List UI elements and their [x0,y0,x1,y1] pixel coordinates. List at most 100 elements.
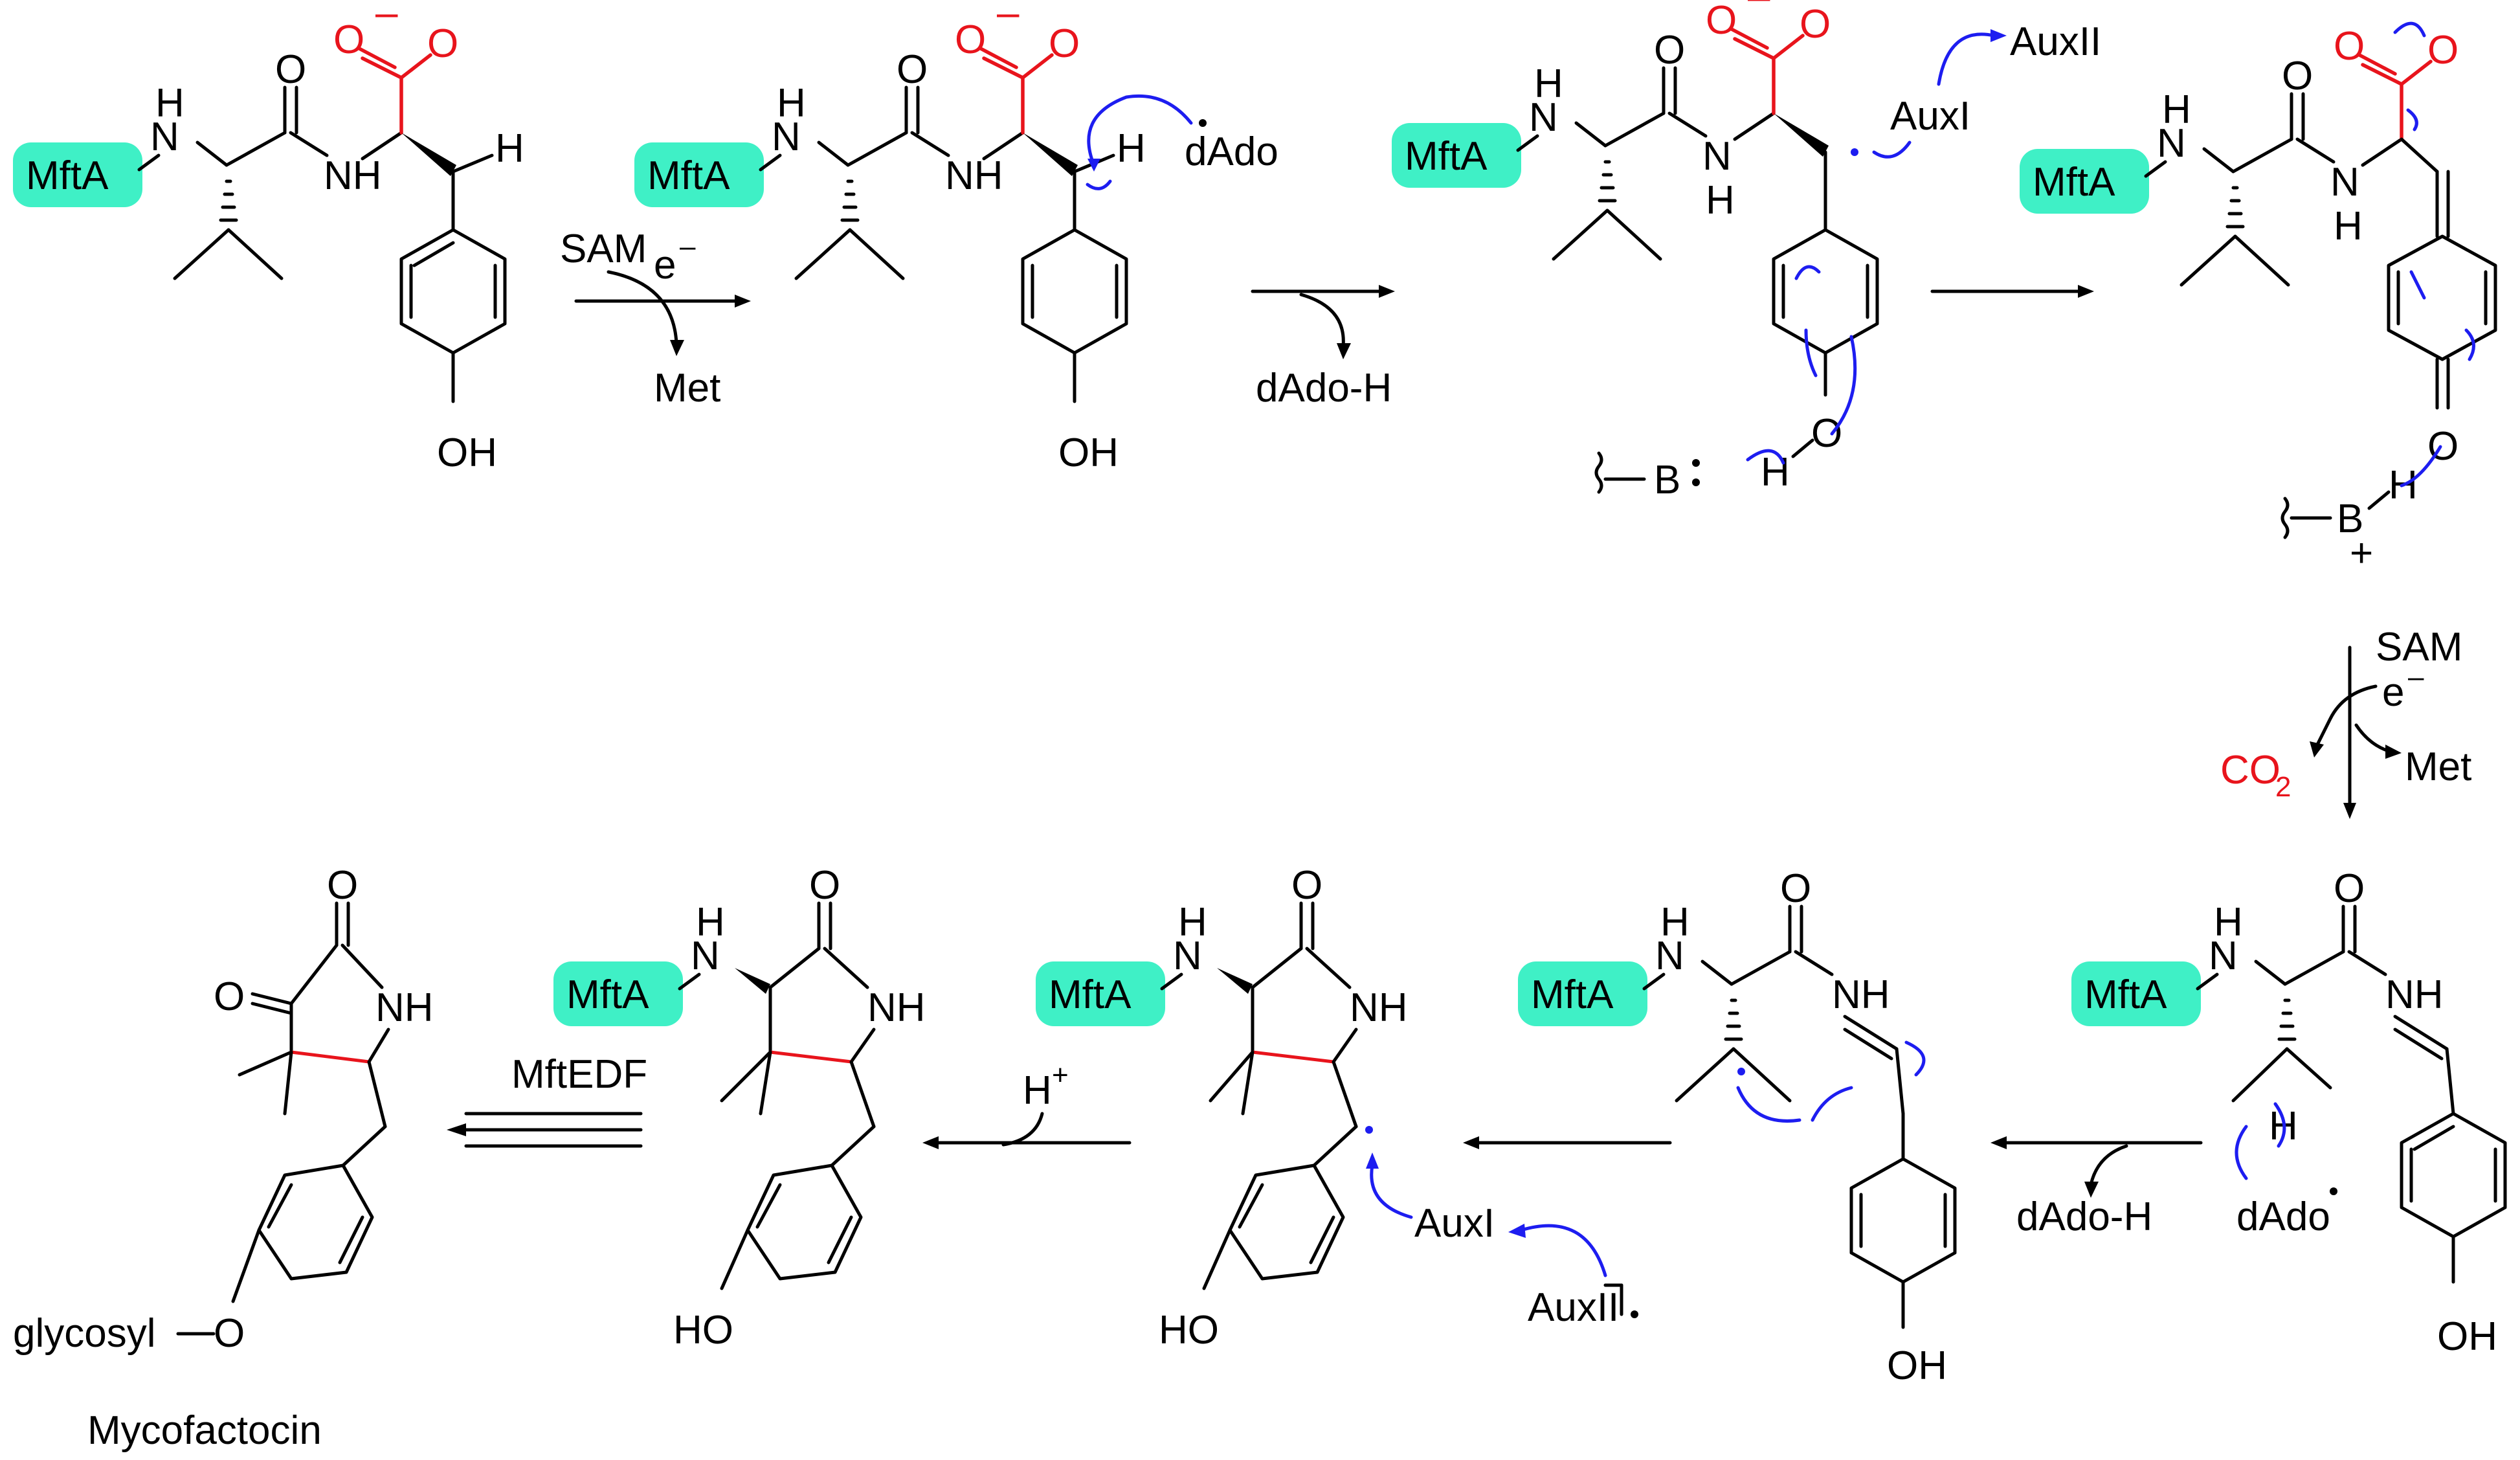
svg-text:e: e [2382,670,2404,715]
svg-text:H: H [1660,900,1689,945]
arrow-step-8-mftedf: MftEDF [447,1052,647,1148]
amide-nh-2: NH [324,153,382,198]
arrow-step-5: dAdo-H [1990,1136,2203,1239]
structure-8-lactam: MftA N H O NH HO [553,863,926,1353]
svg-text:–: – [997,0,1020,35]
svg-text:SAM: SAM [2376,625,2462,669]
svg-text:O: O [955,17,986,62]
svg-text:N: N [691,934,720,978]
svg-text:NH: NH [2385,972,2444,1017]
svg-text:O: O [1780,866,1811,911]
svg-text:2: 2 [2275,771,2291,803]
svg-text:O: O [2334,24,2365,69]
arrow-step-4-decarboxylation: SAM e – CO 2 Met [2220,625,2471,819]
carboxylate-o1: O [333,17,364,62]
svg-text:H: H [696,900,725,945]
svg-text:H: H [1117,126,1146,171]
phenol-oh: OH [437,431,497,475]
svg-text:O: O [1291,863,1322,908]
svg-text:O: O [897,47,928,92]
svg-text:O: O [214,974,245,1019]
svg-text:MftA: MftA [1531,972,1614,1017]
svg-text:+: + [2350,531,2373,576]
svg-text:dAdo-H: dAdo-H [2016,1195,2152,1239]
svg-text:NH: NH [1832,972,1890,1017]
svg-text:MftA: MftA [566,972,649,1017]
svg-text:N: N [1529,95,1558,140]
svg-text:Met: Met [2405,745,2471,789]
svg-text:N: N [2330,160,2359,205]
met-label: Met [654,366,720,410]
svg-text:O: O [2282,54,2313,98]
svg-text:O: O [809,863,840,908]
svg-text:MftA: MftA [1049,972,1132,1017]
svg-text:N: N [2209,934,2238,978]
svg-text:MftA: MftA [2033,160,2115,205]
mfta-tag [2071,961,2201,1026]
arrow-step-2: dAdo-H [1251,285,1395,410]
svg-text:H: H [1761,450,1790,495]
amide-nh-n: N [150,115,179,159]
structure-6-val-radical: MftA N H O NH OH [1518,866,1957,1388]
dado-radical: dAdo [1185,129,1278,174]
svg-text:AuxII: AuxII [1528,1285,1619,1330]
structure-4-quinone-methide: MftA N H O N H O O O [2020,21,2497,576]
svg-text:O: O [2427,28,2459,73]
svg-text:B: B [1654,458,1680,502]
svg-text:O: O [1800,2,1831,47]
svg-text:N: N [2157,121,2186,166]
carbonyl-o: O [275,47,306,92]
svg-text:HO: HO [673,1308,733,1353]
svg-text:OH: OH [1887,1343,1947,1388]
svg-text:H: H [2334,204,2363,249]
mfta-tag [634,142,764,207]
svg-text:H: H [1706,178,1735,223]
arrow-step-6 [1463,1136,1672,1149]
svg-text:H: H [1178,900,1207,945]
svg-text:NH: NH [867,985,926,1030]
arrow-step-3 [1930,285,2094,298]
sam-label: SAM [560,227,647,271]
svg-text:O: O [1654,28,1685,73]
svg-text:HO: HO [1159,1308,1219,1353]
svg-text:N: N [1655,934,1684,978]
mfta-tag [1036,961,1165,1026]
proton-label: H [1023,1068,1052,1113]
mfta-tag [1392,123,1521,188]
auxii-label: AuxII [2010,19,2101,64]
svg-text:NH: NH [945,153,1003,198]
svg-text:O: O [327,863,358,908]
auxi-label: AuxI [1890,94,1970,139]
svg-text:B: B [2337,497,2363,541]
svg-text:O: O [1049,21,1080,66]
mfta-tag [1518,961,1647,1026]
svg-text:–: – [1748,0,1770,19]
glycosyl-label: glycosyl [13,1311,156,1356]
svg-text:NH: NH [1350,985,1408,1030]
carboxylate-o2: O [427,21,458,66]
beta-h: H [495,126,524,171]
svg-text:NH: NH [375,985,434,1030]
mfta-tag [13,142,142,207]
dado-radical-2: dAdo [2236,1195,2330,1239]
carboxylate-minus: – [375,0,398,35]
svg-text:H: H [2214,900,2243,945]
co2-label: CO [2220,748,2280,792]
svg-text:MftA: MftA [1405,134,1488,179]
svg-text:N: N [772,115,801,159]
svg-text:N: N [1173,934,1202,978]
svg-text:H: H [2162,87,2191,132]
arrow-step-1: SAM e – Met [560,227,751,410]
arrow-step-7: H + [922,1059,1132,1149]
mycofactocin-label: Mycofactocin [87,1408,322,1453]
amide-nh-h: H [155,81,184,126]
svg-text:H: H [777,81,806,126]
svg-text:O: O [1811,411,1842,456]
dado-h-label: dAdo-H [1256,366,1392,410]
svg-text:+: + [1052,1059,1069,1091]
svg-text:OH: OH [1058,431,1119,475]
svg-text:–: – [680,230,696,262]
svg-text:O: O [214,1311,245,1356]
structure-2-habstraction: MftA N H O NH O O – H OH [634,0,1278,475]
